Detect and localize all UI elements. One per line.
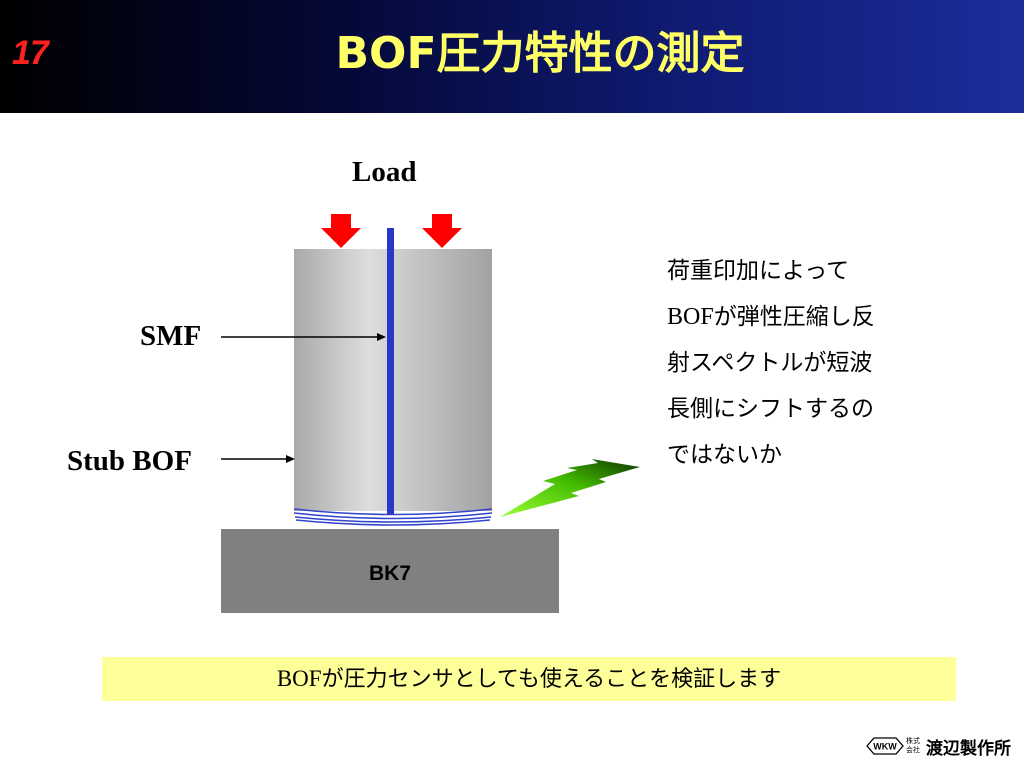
summary-bof: BOF — [276, 666, 322, 691]
smf-fiber — [387, 228, 394, 515]
company-logo: WKW 株式 会社 渡辺製作所 — [866, 736, 1016, 759]
title-bar: 17 BOF圧力特性の測定 — [0, 0, 1024, 113]
smf-label: SMF — [140, 320, 202, 352]
logo-corporate-type: 株式 会社 — [906, 737, 924, 755]
compression-layers — [293, 508, 493, 526]
lightning-bolt-icon — [500, 459, 640, 517]
logo-mark-text: WKW — [873, 742, 897, 752]
summary-box: BOFが圧力センサとしても使えることを検証します — [102, 657, 956, 701]
explanation-text: 荷重印加によって BOFが弾性圧縮し反 射スペクトルが短波 長側にシフトするの … — [667, 248, 967, 478]
load-arrow-right — [422, 214, 462, 248]
smf-pointer-arrow — [221, 333, 386, 341]
stub-pointer-arrow — [221, 455, 295, 463]
stub-bof-label: Stub BOF — [67, 445, 192, 477]
summary-text: BOFが圧力センサとしても使えることを検証します — [102, 657, 956, 701]
wkw-logo-icon: WKW — [866, 737, 904, 755]
logo-small-top: 株式 — [906, 737, 920, 745]
explanation-bof: BOF — [667, 304, 714, 330]
load-arrow-left — [321, 214, 361, 248]
explanation-line: 荷重印加によって — [667, 258, 850, 284]
explanation-line: 射スペクトルが短波 — [667, 350, 873, 376]
explanation-line: ではないか — [667, 442, 782, 468]
bk7-substrate — [221, 529, 559, 613]
explanation-line-rest: が弾性圧縮し反 — [713, 304, 875, 330]
substrate-label: BK7 — [368, 562, 411, 585]
explanation-line: BOFが弾性圧縮し反 — [667, 294, 967, 340]
slide-title: BOF圧力特性の測定 — [335, 28, 745, 79]
logo-small-bottom: 会社 — [906, 746, 920, 754]
load-label: Load — [352, 156, 417, 188]
explanation-line: 長側にシフトするの — [667, 396, 874, 422]
company-name: 渡辺製作所 — [926, 739, 1011, 759]
summary-rest: が圧力センサとしても使えることを検証します — [321, 667, 782, 692]
slide-number: 17 — [12, 34, 49, 72]
